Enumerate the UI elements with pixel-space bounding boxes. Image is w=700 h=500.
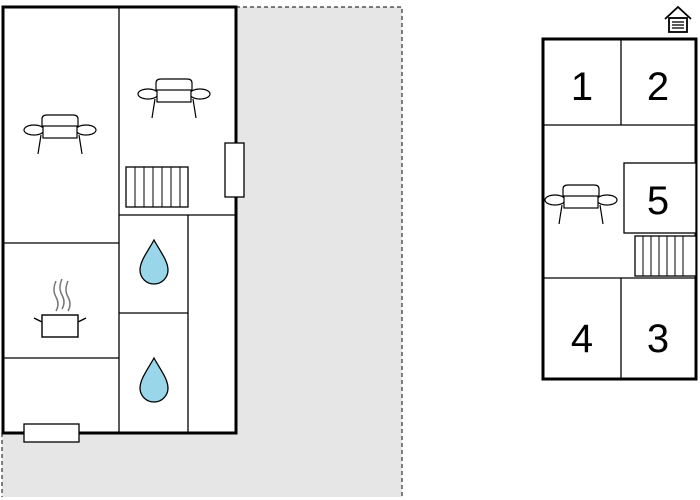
room-box [623, 162, 697, 234]
stairs [125, 166, 189, 208]
window [23, 423, 80, 443]
room-number-label: 2 [647, 65, 669, 109]
terrace-area [2, 7, 402, 497]
room-number-label: 3 [647, 317, 669, 361]
sofa-icon [544, 184, 618, 225]
sofa-icon [137, 78, 211, 119]
room-number-label: 5 [647, 179, 669, 223]
terrace-boundary [1, 6, 403, 497]
room-number-label: 4 [571, 317, 593, 361]
ground-floor-plan [1, 5, 403, 497]
house-icon [664, 5, 692, 33]
room-number-label: 1 [571, 65, 593, 109]
water-drop-icon [139, 356, 169, 403]
stairs [634, 235, 697, 277]
window [224, 142, 245, 198]
sofa-icon [23, 114, 97, 155]
upper-floor-plan: 1 2 5 4 3 [541, 5, 698, 381]
cooking-pot-icon [33, 278, 87, 338]
water-drop-icon [139, 238, 169, 285]
